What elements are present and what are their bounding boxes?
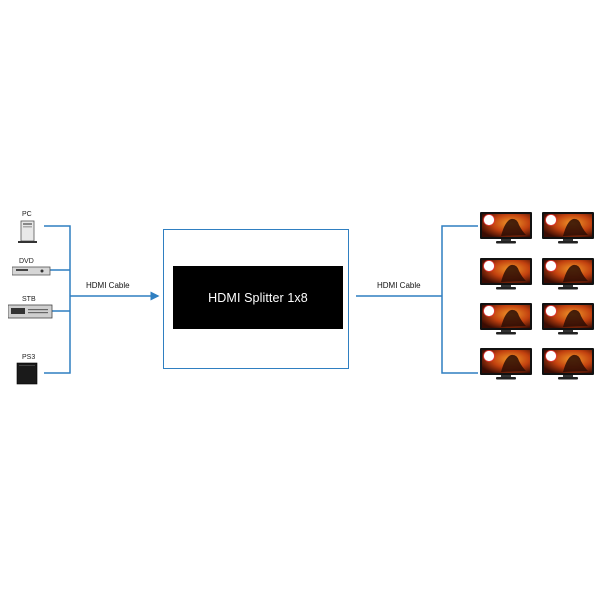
ps3-console-icon xyxy=(16,362,38,385)
display-bus-line xyxy=(441,225,478,374)
splitter-device: HDMI Splitter 1x8 xyxy=(173,266,343,329)
tv-display-icon xyxy=(480,348,532,380)
source-label-dvd: DVD xyxy=(19,258,34,265)
source-bus-line xyxy=(44,225,71,374)
tv-display-icon xyxy=(480,212,532,244)
source-label-pc: PC xyxy=(22,211,32,218)
tv-display-icon xyxy=(480,303,532,335)
source-label-stb: STB xyxy=(22,296,36,303)
dvd-player-icon xyxy=(12,266,51,276)
pc-tower-icon xyxy=(18,220,37,243)
right-cable-label: HDMI Cable xyxy=(377,281,421,290)
left-cable-label: HDMI Cable xyxy=(86,281,130,290)
tv-display-icon xyxy=(542,258,594,290)
splitter-title: HDMI Splitter 1x8 xyxy=(208,290,308,305)
set-top-box-icon xyxy=(8,304,53,319)
tv-display-icon xyxy=(542,303,594,335)
tv-display-icon xyxy=(480,258,532,290)
source-label-ps3: PS3 xyxy=(22,354,36,361)
tv-display-icon xyxy=(542,348,594,380)
tv-display-icon xyxy=(542,212,594,244)
